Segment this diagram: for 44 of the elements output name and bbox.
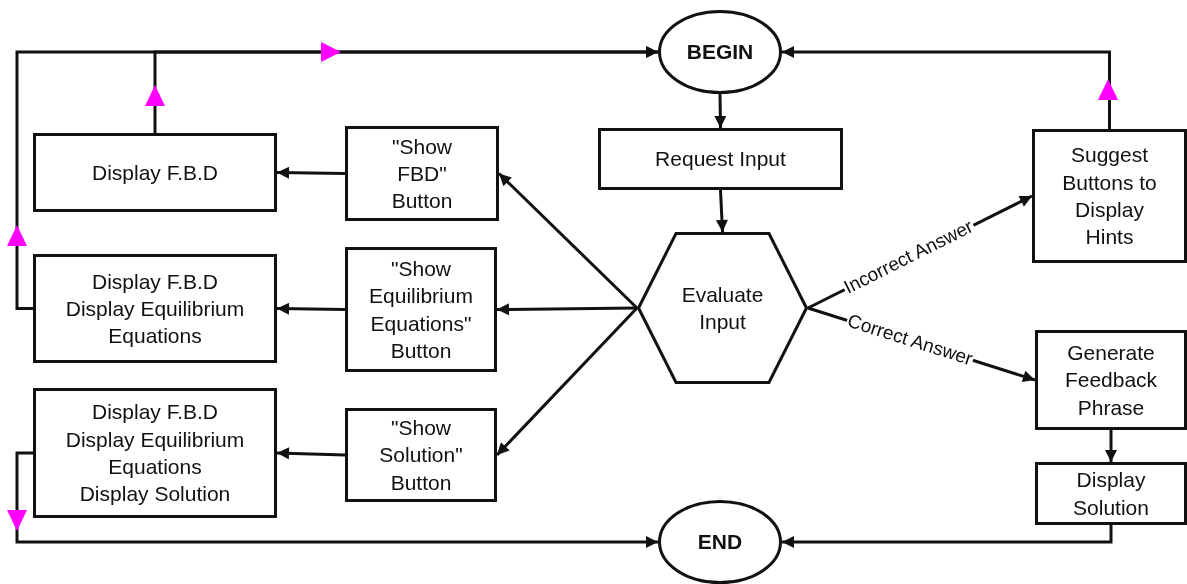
direction-arrow bbox=[7, 510, 27, 531]
node-text: Display Solution bbox=[1073, 467, 1149, 521]
process-box bbox=[345, 247, 497, 372]
node-text: "Show FBD" Button bbox=[391, 133, 453, 215]
process-box bbox=[345, 126, 499, 221]
arrow bbox=[276, 447, 346, 460]
node-text: Suggest Buttons to Display Hints bbox=[1062, 142, 1157, 251]
process-box bbox=[33, 254, 277, 363]
process-box bbox=[345, 408, 497, 502]
arrow bbox=[276, 166, 346, 179]
node-text: Display F.B.D Display Equilibrium Equations Display Solution bbox=[65, 399, 245, 508]
process-box bbox=[1035, 330, 1187, 430]
arrow bbox=[1105, 430, 1117, 462]
terminal-ellipse bbox=[658, 500, 782, 584]
direction-arrow bbox=[1098, 79, 1118, 100]
direction-arrow bbox=[321, 42, 341, 62]
arrow bbox=[15, 451, 658, 548]
node-text: END bbox=[697, 529, 743, 556]
process-box bbox=[1035, 462, 1187, 525]
node-text: Evaluate Input bbox=[681, 281, 764, 335]
process-box bbox=[33, 388, 277, 518]
node-text: Generate Feedback Phrase bbox=[1064, 340, 1158, 421]
arrow bbox=[495, 306, 639, 457]
node-text: BEGIN bbox=[686, 39, 754, 66]
process-box bbox=[598, 128, 843, 190]
node-text: Display F.B.D bbox=[92, 159, 218, 186]
arrow bbox=[497, 172, 639, 310]
arrow bbox=[714, 93, 727, 129]
node-text: Display F.B.D Display Equilibrium Equations bbox=[65, 268, 245, 350]
direction-arrow bbox=[7, 225, 27, 246]
terminal-ellipse bbox=[658, 10, 782, 94]
process-box bbox=[33, 133, 277, 212]
arrow bbox=[782, 46, 1111, 129]
arrow bbox=[15, 46, 658, 310]
direction-arrow bbox=[145, 85, 165, 106]
node-text: Request Input bbox=[655, 146, 786, 173]
node-text: "Show Solution" Button bbox=[379, 415, 463, 496]
node-text: "Show Equilibrium Equations" Button bbox=[369, 255, 473, 364]
arrow bbox=[715, 189, 728, 233]
arrow bbox=[276, 302, 346, 315]
arrow bbox=[782, 525, 1113, 548]
arrow bbox=[497, 303, 637, 316]
process-hexagon bbox=[637, 232, 808, 384]
process-box bbox=[1032, 129, 1187, 263]
